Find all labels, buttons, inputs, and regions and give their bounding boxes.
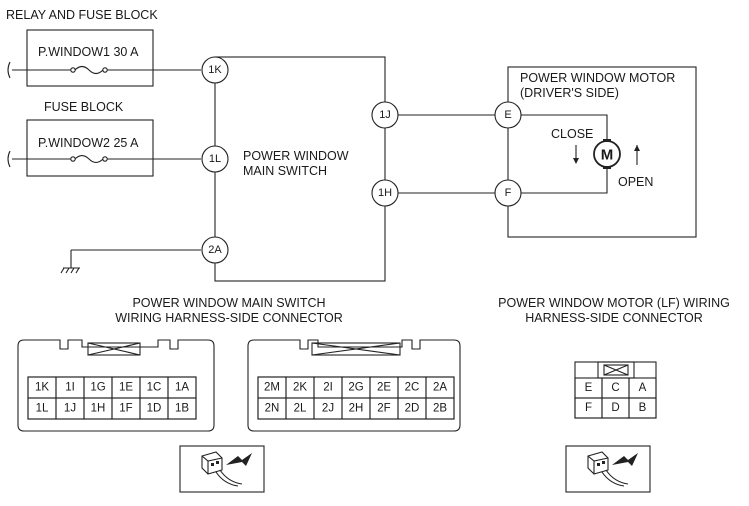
svg-text:F: F <box>505 187 512 199</box>
connector-pin: 2B <box>425 397 455 420</box>
motor-connector-caption-line2: HARNESS-SIDE CONNECTOR <box>525 311 703 325</box>
connector-view-icon <box>179 445 265 493</box>
terminal-1K: 1K <box>201 56 229 84</box>
svg-text:2D: 2D <box>405 403 420 415</box>
svg-text:F: F <box>585 402 592 414</box>
svg-text:M: M <box>601 147 614 164</box>
motor-icon: M <box>593 139 621 169</box>
svg-text:2B: 2B <box>433 403 447 415</box>
svg-text:1K: 1K <box>35 382 49 394</box>
svg-text:2I: 2I <box>323 382 333 394</box>
open-label: OPEN <box>618 175 653 189</box>
svg-text:2A: 2A <box>208 244 222 256</box>
motor-connector-caption-line1: POWER WINDOW MOTOR (LF) WIRING <box>498 296 730 310</box>
terminal-1J: 1J <box>371 101 399 129</box>
svg-text:1I: 1I <box>65 382 75 394</box>
main-connector-caption-line2: WIRING HARNESS-SIDE CONNECTOR <box>115 311 343 325</box>
svg-text:1G: 1G <box>90 382 105 394</box>
svg-text:1C: 1C <box>147 382 162 394</box>
svg-text:2A: 2A <box>433 382 447 394</box>
svg-text:1E: 1E <box>119 382 133 394</box>
close-label: CLOSE <box>551 127 593 141</box>
arrow-up-icon <box>634 145 640 165</box>
connector-pin: B <box>628 397 657 419</box>
fuse2-label: P.WINDOW2 25 A <box>38 136 139 150</box>
svg-text:1B: 1B <box>175 403 189 415</box>
fuse2-box <box>26 119 154 177</box>
svg-text:1F: 1F <box>119 403 132 415</box>
motor-label-line1: POWER WINDOW MOTOR <box>520 71 675 85</box>
svg-text:2H: 2H <box>349 403 364 415</box>
svg-text:1D: 1D <box>147 403 162 415</box>
svg-text:E: E <box>504 109 511 121</box>
svg-text:1L: 1L <box>209 153 221 165</box>
relay-fuse-block-label: RELAY AND FUSE BLOCK <box>6 8 158 22</box>
svg-text:1K: 1K <box>208 64 222 76</box>
svg-text:E: E <box>585 382 593 394</box>
svg-text:2M: 2M <box>264 382 280 394</box>
svg-text:A: A <box>639 382 647 394</box>
connector-view-icon <box>565 445 651 493</box>
svg-text:1J: 1J <box>379 109 391 121</box>
main-switch-label-line2: MAIN SWITCH <box>243 164 327 178</box>
connector-pin: 1B <box>167 397 197 420</box>
terminal-2A: 2A <box>201 236 229 264</box>
svg-text:2L: 2L <box>294 403 307 415</box>
svg-text:2E: 2E <box>377 382 391 394</box>
terminal-1L: 1L <box>201 145 229 173</box>
svg-text:D: D <box>611 402 619 414</box>
terminal-E: E <box>494 101 522 129</box>
terminal-1H: 1H <box>371 179 399 207</box>
arrow-down-icon <box>573 145 579 164</box>
svg-text:2K: 2K <box>293 382 307 394</box>
motor-label-line2: (DRIVER'S SIDE) <box>520 86 619 100</box>
svg-text:1L: 1L <box>36 403 49 415</box>
svg-text:B: B <box>639 402 647 414</box>
svg-text:2F: 2F <box>377 403 390 415</box>
svg-text:1J: 1J <box>64 403 76 415</box>
terminal-F: F <box>494 179 522 207</box>
fuse-block-label: FUSE BLOCK <box>44 100 124 114</box>
svg-text:2G: 2G <box>348 382 363 394</box>
fuse1-box <box>26 29 154 87</box>
svg-text:2J: 2J <box>322 403 334 415</box>
svg-text:2N: 2N <box>265 403 280 415</box>
svg-text:C: C <box>611 382 619 394</box>
svg-text:2C: 2C <box>405 382 420 394</box>
svg-text:1H: 1H <box>378 187 392 199</box>
fuse1-label: P.WINDOW1 30 A <box>38 45 139 59</box>
svg-text:1H: 1H <box>91 403 106 415</box>
motor-box <box>507 66 697 238</box>
main-connector-caption-line1: POWER WINDOW MAIN SWITCH <box>132 296 325 310</box>
ground-icon <box>60 267 80 274</box>
svg-text:1A: 1A <box>175 382 189 394</box>
main-switch-label-line1: POWER WINDOW <box>243 149 349 163</box>
